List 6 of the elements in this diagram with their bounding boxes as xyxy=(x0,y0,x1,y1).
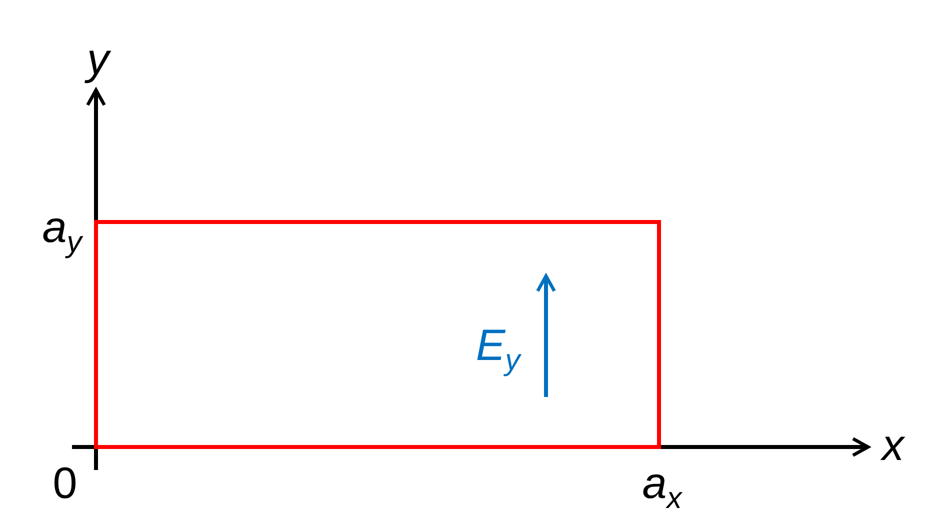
field-label: E$_{y}$ xyxy=(476,324,520,376)
origin-label: 0 xyxy=(52,462,78,506)
axis-tick-label: a$_{y}$ xyxy=(42,206,82,258)
axis-label: x xyxy=(882,424,904,468)
axis-tick-label: a$_{x}$ xyxy=(642,462,682,514)
axis-label: y xyxy=(87,38,109,82)
